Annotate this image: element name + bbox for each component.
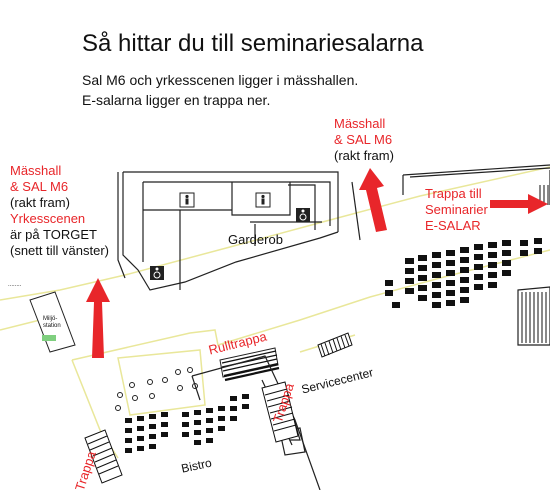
right-direction-label: Trappa till Seminarier E-SALAR (425, 186, 488, 234)
top-dir-line: (rakt fram) (334, 148, 394, 163)
garderob-building (117, 171, 339, 291)
top-dir-line: Mässhall (334, 116, 386, 131)
left-dir-line: Mässhall (10, 163, 62, 178)
round-tables (115, 367, 198, 411)
page-title: Så hittar du till seminariesalarna (82, 30, 424, 57)
left-dir-line: är på TORGET (10, 227, 97, 242)
arrow-up-icon (86, 278, 110, 358)
garderob-label: Garderob (228, 232, 283, 247)
miljostation-label: Miljö- station (43, 316, 61, 330)
miljostation-line: Miljö- (43, 316, 58, 322)
right-stairs (521, 185, 549, 343)
miljostation-line: station (43, 323, 61, 329)
subtitle-line-1: Sal M6 och yrkesscenen ligger i mässhall… (82, 72, 359, 88)
escalator (219, 347, 280, 382)
right-dir-line: E-SALAR (425, 218, 481, 233)
right-dir-line: Seminarier (425, 202, 488, 217)
left-stairs (84, 429, 123, 484)
top-direction-label: Mässhall & SAL M6 (rakt fram) (334, 116, 394, 164)
left-dir-line: (snett till vänster) (10, 243, 109, 258)
corner-marker: ........ (8, 282, 22, 288)
bistro-tables (125, 394, 249, 453)
accessible-icon (296, 208, 310, 222)
accessible-icon (150, 266, 164, 280)
arrow-right-icon (490, 194, 548, 214)
left-dir-line: (rakt fram) (10, 195, 70, 210)
arrow-up-icon (359, 168, 387, 232)
center-stairs (261, 381, 299, 443)
seating-right (385, 238, 542, 308)
wc-icon (179, 192, 195, 208)
miljostation-box (29, 291, 76, 353)
left-dir-line: Yrkesscenen (10, 211, 86, 226)
right-dir-line: Trappa till (425, 186, 482, 201)
left-direction-label: Mässhall & SAL M6 (rakt fram) Yrkesscene… (10, 163, 109, 259)
left-dir-line: & SAL M6 (10, 179, 69, 194)
top-dir-line: & SAL M6 (334, 132, 393, 147)
subtitle-line-2: E-salarna ligger en trappa ner. (82, 92, 271, 108)
stairs-small (317, 332, 353, 358)
wc-icon (255, 192, 271, 208)
right-building (351, 164, 550, 346)
